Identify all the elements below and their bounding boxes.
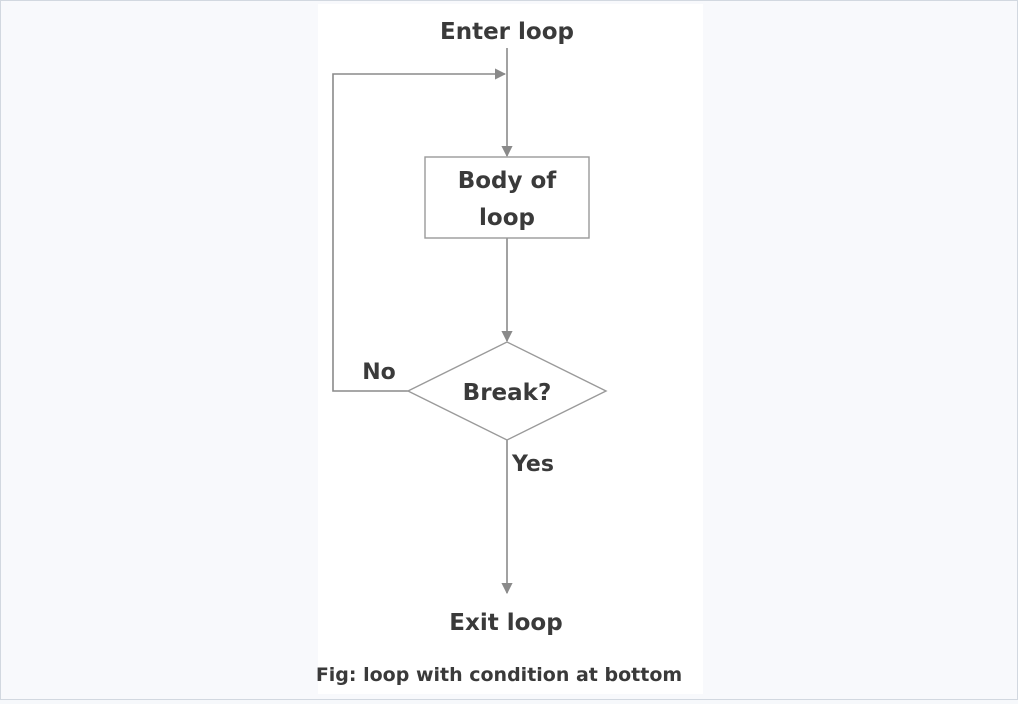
no-branch-label: No <box>362 360 396 385</box>
end-label: Exit loop <box>449 610 562 636</box>
start-label: Enter loop <box>440 19 574 45</box>
process-box-body <box>424 156 590 239</box>
decision-label: Break? <box>463 380 552 406</box>
figure-caption: Fig: loop with condition at bottom <box>316 664 682 686</box>
process-label-line1: Body of <box>458 168 558 194</box>
decision-diamond-break <box>406 341 608 441</box>
process-label-line2: loop <box>479 205 535 231</box>
edge-no-loop-back <box>332 68 507 392</box>
yes-branch-label: Yes <box>511 452 554 477</box>
